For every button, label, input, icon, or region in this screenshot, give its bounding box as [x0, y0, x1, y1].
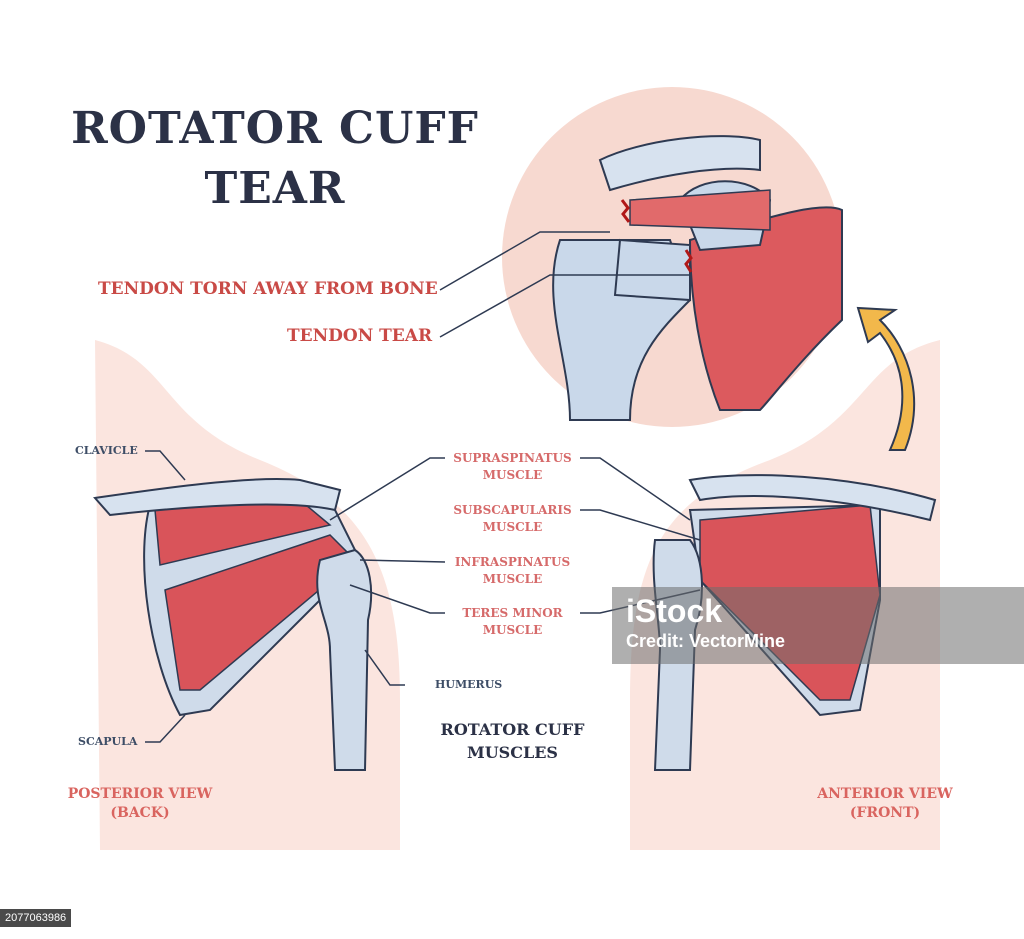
anterior-clavicle	[688, 474, 937, 522]
label-line: SUBSCAPULARIS	[453, 503, 572, 517]
label-line: MUSCLE	[482, 520, 543, 534]
title-line-1: ROTATOR CUFF	[71, 103, 479, 154]
view-line: POSTERIOR VIEW	[67, 786, 213, 802]
callout-tendon-torn: TENDON TORN AWAY FROM BONE	[98, 279, 438, 299]
posterior-clavicle	[93, 478, 342, 517]
label-humerus: HUMERUS	[435, 678, 503, 691]
label-posterior-view: POSTERIOR VIEW (BACK)	[55, 785, 225, 823]
circle-tendon	[613, 238, 691, 302]
label-line: MUSCLE	[482, 572, 543, 586]
label-infraspinatus: INFRASPINATUS MUSCLE	[445, 554, 580, 588]
label-clavicle: CLAVICLE	[75, 444, 138, 457]
label-scapula: SCAPULA	[78, 735, 138, 748]
label-supraspinatus: SUPRASPINATUS MUSCLE	[445, 450, 580, 484]
watermark-logo: iStock	[626, 593, 723, 629]
tear-mark-1	[620, 199, 631, 223]
caption-line: MUSCLES	[467, 743, 558, 762]
posterior-humerus	[316, 548, 373, 771]
caption-line: ROTATOR CUFF	[440, 720, 585, 739]
istock-watermark: iStock Credit: VectorMine	[612, 587, 1024, 664]
circle-clavicle	[598, 135, 761, 192]
view-line: (BACK)	[110, 805, 170, 821]
zoom-arrow-icon	[856, 306, 916, 451]
watermark-credit: Credit: VectorMine	[626, 631, 786, 651]
callout-tendon-tear: TENDON TEAR	[287, 326, 433, 346]
image-id-badge: 2077063986	[0, 909, 72, 927]
circle-muscle	[688, 206, 843, 411]
label-subscapularis: SUBSCAPULARIS MUSCLE	[445, 502, 580, 536]
tear-mark-2	[684, 249, 693, 273]
label-teres-minor: TERES MINOR MUSCLE	[445, 605, 580, 639]
posterior-infraspinatus	[164, 534, 357, 691]
view-line: (FRONT)	[849, 805, 921, 821]
label-line: MUSCLE	[482, 468, 543, 482]
title-line-2: TEAR	[204, 163, 346, 214]
view-line: ANTERIOR VIEW	[817, 786, 953, 802]
label-line: MUSCLE	[482, 623, 543, 637]
label-anterior-view: ANTERIOR VIEW (FRONT)	[800, 785, 970, 823]
label-line: INFRASPINATUS	[454, 555, 571, 569]
caption-rotator-cuff-muscles: ROTATOR CUFF MUSCLES	[420, 718, 605, 764]
label-line: TERES MINOR	[462, 606, 563, 620]
label-line: SUPRASPINATUS	[453, 451, 572, 465]
circle-supraspinatus	[629, 189, 771, 231]
